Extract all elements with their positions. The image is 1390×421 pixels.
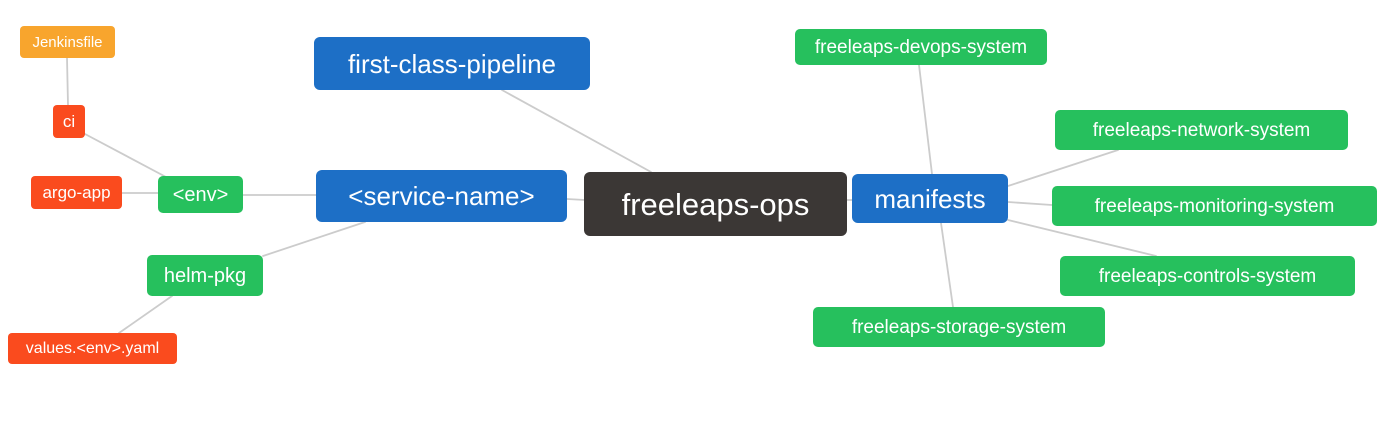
node-freeleaps-monitoring-system[interactable]: freeleaps-monitoring-system — [1052, 186, 1377, 226]
edge-root-service-name — [566, 198, 586, 201]
edge-manifests-controls-system — [1007, 219, 1157, 257]
edge-manifests-monitoring-system — [1007, 201, 1053, 206]
node-manifests[interactable]: manifests — [852, 174, 1008, 223]
node-freeleaps-network-system[interactable]: freeleaps-network-system — [1055, 110, 1348, 150]
node-values-env-yaml[interactable]: values.<env>.yaml — [8, 333, 177, 364]
node-freeleaps-devops-system[interactable]: freeleaps-devops-system — [795, 29, 1047, 65]
node-service-name[interactable]: <service-name> — [316, 170, 567, 222]
node-jenkinsfile[interactable]: Jenkinsfile — [20, 26, 115, 58]
edge-manifests-storage-system — [940, 222, 954, 308]
edge-manifests-network-system — [1007, 149, 1119, 187]
node-freeleaps-ops-root[interactable]: freeleaps-ops — [584, 172, 847, 236]
edge-service-name-helm-pkg — [262, 221, 366, 257]
node-env[interactable]: <env> — [158, 176, 243, 213]
node-helm-pkg[interactable]: helm-pkg — [147, 255, 263, 296]
edge-manifests-devops-system — [918, 64, 933, 175]
edge-root-first-class-pipeline — [501, 89, 652, 173]
edge-env-ci — [84, 133, 167, 178]
node-freeleaps-controls-system[interactable]: freeleaps-controls-system — [1060, 256, 1355, 296]
node-freeleaps-storage-system[interactable]: freeleaps-storage-system — [813, 307, 1105, 347]
node-first-class-pipeline[interactable]: first-class-pipeline — [314, 37, 590, 90]
edge-helm-pkg-values-env-yaml — [118, 295, 173, 334]
edge-ci-jenkinsfile — [66, 57, 69, 106]
node-ci[interactable]: ci — [53, 105, 85, 138]
node-argo-app[interactable]: argo-app — [31, 176, 122, 209]
